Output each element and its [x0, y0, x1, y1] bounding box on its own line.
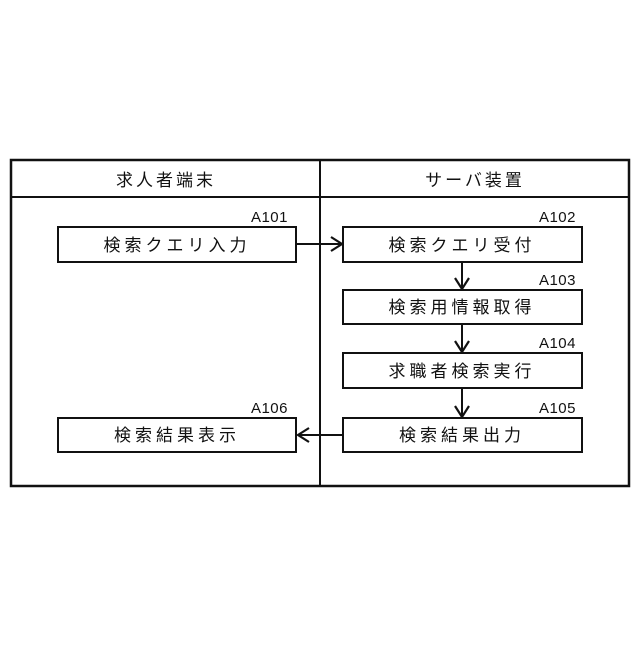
node-ref-a101: A101 — [251, 209, 288, 226]
arrow-a102-to-a103 — [454, 262, 470, 292]
flow-arrows — [295, 236, 470, 443]
node-label-a103: 検索用情報取得 — [389, 298, 536, 317]
node-label-a104: 求職者検索実行 — [389, 362, 536, 381]
node-box-a105 — [342, 417, 583, 453]
arrow-a105-to-a106 — [295, 427, 343, 443]
arrow-a101-to-a102 — [296, 236, 345, 252]
arrow-a105-a106-head-left-icon — [295, 427, 310, 443]
node-label-a102: 検索クエリ受付 — [389, 236, 536, 255]
node-ref-a103: A103 — [539, 272, 576, 289]
flow-node-a105: A105 検索結果出力 — [342, 400, 583, 453]
node-box-a102 — [342, 226, 583, 263]
arrow-a101-a102-head-right-icon — [330, 236, 345, 252]
node-box-a106 — [57, 417, 297, 453]
flow-node-a103: A103 検索用情報取得 — [342, 272, 583, 325]
node-ref-a106: A106 — [251, 400, 288, 417]
arrow-a104-a105-head-down-icon — [454, 405, 470, 420]
node-label-a105: 検索結果出力 — [399, 426, 525, 445]
node-label-a106: 検索結果表示 — [114, 426, 240, 445]
arrow-a102-a103-head-down-icon — [454, 277, 470, 292]
flow-node-a101: A101 検索クエリ入力 — [57, 209, 297, 263]
arrow-a103-to-a104 — [454, 324, 470, 355]
node-ref-a104: A104 — [539, 335, 576, 352]
lane-title-recruiter-terminal: 求人者端末 — [116, 171, 216, 190]
arrow-a103-a104-head-down-icon — [454, 340, 470, 355]
lane-title-server-device: サーバ装置 — [425, 171, 525, 190]
node-ref-a102: A102 — [539, 209, 576, 226]
node-ref-a105: A105 — [539, 400, 576, 417]
arrow-a104-to-a105 — [454, 388, 470, 420]
flow-node-a106: A106 検索結果表示 — [57, 400, 297, 453]
swimlane-frame: 求人者端末 サーバ装置 — [9, 158, 631, 488]
flow-node-a102: A102 検索クエリ受付 — [342, 209, 583, 263]
node-label-a101: 検索クエリ入力 — [104, 236, 251, 255]
